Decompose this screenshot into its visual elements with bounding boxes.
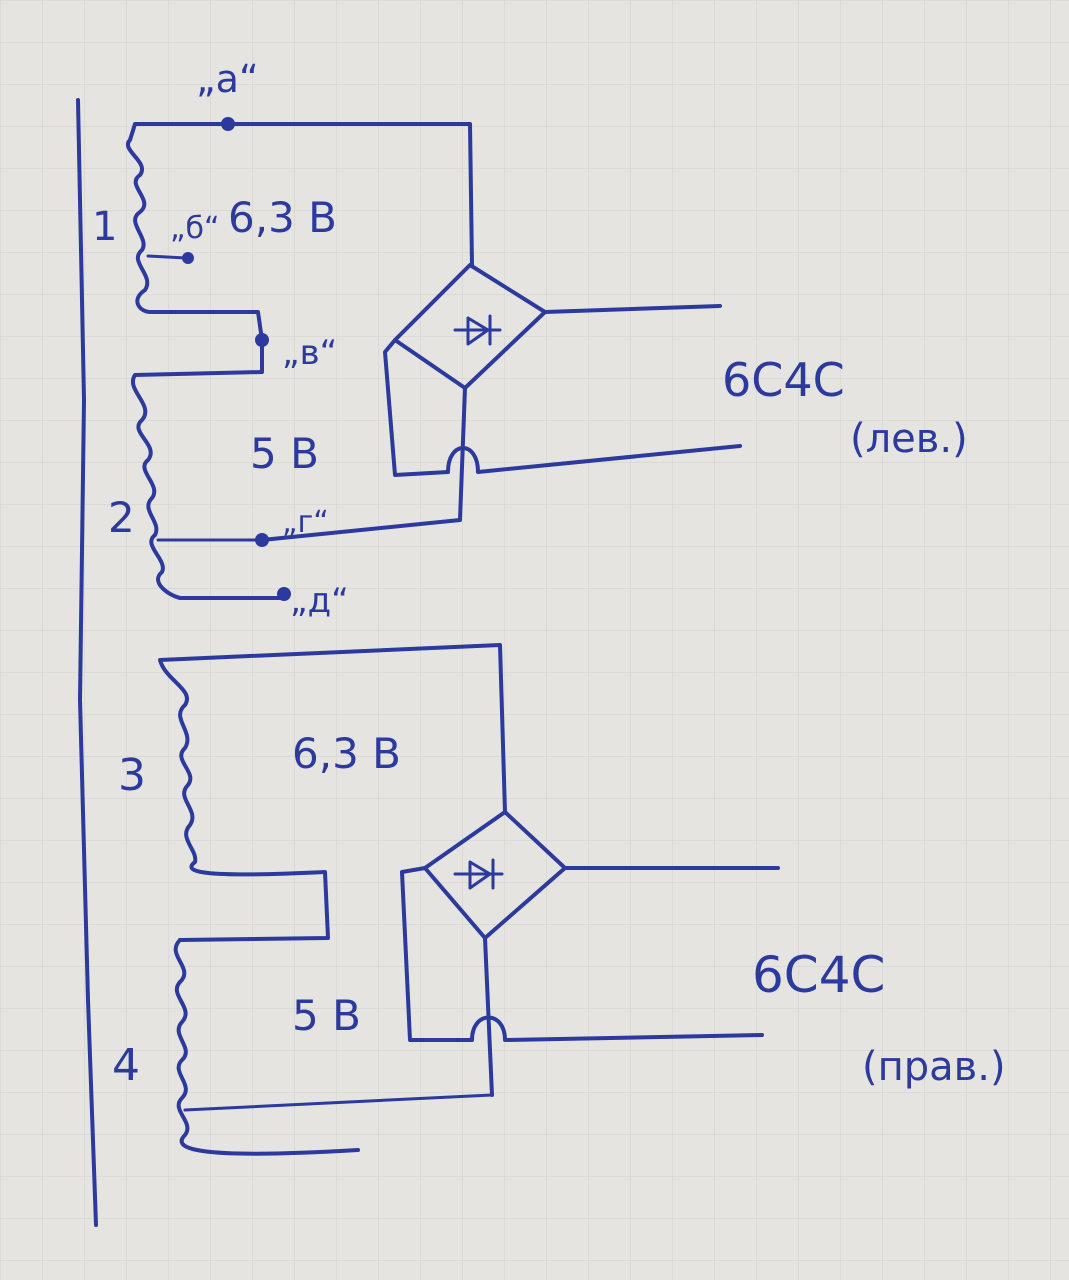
winding-4-number: 4 <box>112 1040 140 1091</box>
winding-3-coil <box>158 643 507 942</box>
terminal-d-label: „д“ <box>290 581 349 621</box>
winding-4-tap-wire <box>183 1093 494 1112</box>
winding-2-number: 2 <box>108 493 135 542</box>
terminal-g-label: „г“ <box>282 505 329 540</box>
terminal-d-dot <box>277 587 291 601</box>
winding-2-coil <box>131 338 284 600</box>
terminal-a-dot <box>221 117 235 131</box>
terminal-a-label: „а“ <box>196 57 259 101</box>
load-right-name: 6С4С <box>752 946 885 1004</box>
winding-4-coil <box>173 938 360 1156</box>
load-right-side: (прав.) <box>862 1044 1006 1090</box>
winding-1-voltage: 6,3 В <box>228 193 337 242</box>
winding-4-voltage: 5 В <box>292 991 361 1040</box>
terminal-b-dot <box>182 252 194 264</box>
bridge-1-output-plus <box>543 304 722 314</box>
transformer-core-line <box>76 98 98 1227</box>
winding-1-number: 1 <box>92 204 117 250</box>
load-left-name: 6С4С <box>722 353 845 407</box>
bridge-2-return-wire <box>483 936 494 1097</box>
tap-b-wire <box>146 254 188 260</box>
winding-3-number: 3 <box>118 750 146 801</box>
bridge-1-return-wire <box>260 386 467 542</box>
bridge-1-output-minus <box>383 338 742 477</box>
winding-3-voltage: 6,3 В <box>292 729 401 778</box>
terminal-v-label: „в“ <box>282 333 337 373</box>
winding-2-voltage: 5 В <box>250 429 319 478</box>
bridge-1-diode-triangle <box>466 316 490 346</box>
load-left-side: (лев.) <box>850 416 968 462</box>
terminal-b-label: „б“ <box>170 211 220 246</box>
winding-1-coil <box>125 122 264 342</box>
top-feed-wire-a <box>230 122 474 267</box>
bridge-2-output-minus <box>400 866 764 1042</box>
bridge-2-diode-triangle <box>468 860 492 890</box>
